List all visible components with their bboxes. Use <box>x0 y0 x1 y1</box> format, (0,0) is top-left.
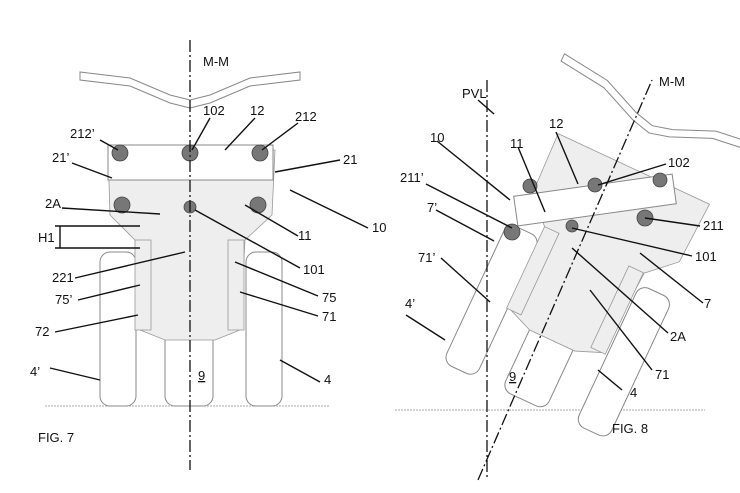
fig7-label-4: 4 <box>324 372 331 387</box>
fig7-label-75: 75 <box>322 290 336 305</box>
fig8-label-7: 7 <box>704 296 711 311</box>
fig7-label-75p: 75’ <box>55 292 72 307</box>
fig7-label-10: 10 <box>372 220 386 235</box>
fig8-label-11: 11 <box>510 136 524 151</box>
fig7-label-4p: 4’ <box>30 364 40 379</box>
fig7-label-12: 12 <box>250 103 264 118</box>
fig8-label-211p: 211’ <box>400 170 424 185</box>
fig7-wheel-right <box>245 251 283 407</box>
fig8-label-71p: 71’ <box>418 250 435 265</box>
fig7-label-101: 101 <box>303 262 325 277</box>
fig8-wheel-right <box>577 287 670 437</box>
fig8-handlebar <box>560 53 740 155</box>
fig7-label-221: 221 <box>52 270 74 285</box>
fig8-label-12: 12 <box>549 116 563 131</box>
fig8-label-pvl: PVL <box>462 86 487 101</box>
fig8-caption: FIG. 8 <box>612 421 648 436</box>
fig7-label-21p: 21’ <box>52 150 69 165</box>
fig8-label-9: 9 <box>509 369 516 384</box>
fig7-label-2A: 2A <box>45 196 61 211</box>
fig8-label-101: 101 <box>695 249 717 264</box>
fig8-midplane-axis <box>477 79 653 481</box>
fig8-label-71: 71 <box>655 367 669 382</box>
fig7-label-11: 11 <box>298 228 312 243</box>
fig7-handlebar <box>79 71 301 109</box>
fig7-label-212p: 212’ <box>70 126 95 141</box>
fig7-label-72: 72 <box>35 324 49 339</box>
fig7-label-mm: M-M <box>203 54 229 69</box>
fig7-suspension-right <box>227 239 245 331</box>
fig7-label-212: 212 <box>295 109 317 124</box>
fig7-wheel-left <box>99 251 137 407</box>
fig7-label-71: 71 <box>322 309 336 324</box>
fig7-label-102: 102 <box>203 103 225 118</box>
fig8-label-211: 211 <box>703 218 724 233</box>
fig8-label-4p: 4’ <box>405 296 415 311</box>
fig8-label-4: 4 <box>630 385 637 400</box>
fig7-label-H1: H1 <box>38 230 55 245</box>
fig8-leader-lines <box>405 99 704 391</box>
fig8-label-mm: M-M <box>659 74 685 89</box>
fig8-label-10: 10 <box>430 130 444 145</box>
fig7-label-21: 21 <box>343 152 357 167</box>
fig8-label-7p: 7’ <box>427 200 437 215</box>
fig7-caption: FIG. 7 <box>38 430 74 445</box>
fig7-leader-lines <box>49 117 369 383</box>
fig8-label-102: 102 <box>668 155 690 170</box>
fig8-vehicle-tilted-view: M-M PVL 12 10 11 102 211’ 7’ 211 101 71’… <box>395 53 740 481</box>
fig7-label-9: 9 <box>198 368 205 383</box>
fig8-label-2A: 2A <box>670 329 686 344</box>
fig7-vehicle-front-view: M-M 212’ 102 12 212 21’ 21 2A 10 H1 11 2… <box>30 40 386 470</box>
